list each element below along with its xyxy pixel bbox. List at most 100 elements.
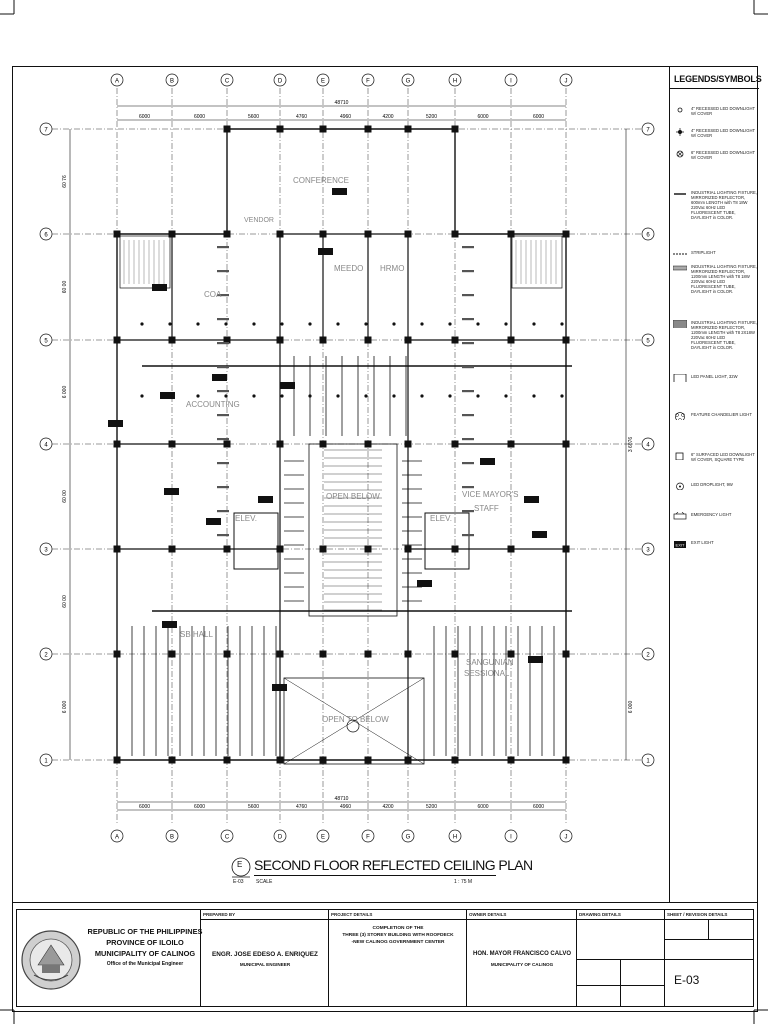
panel-tag (318, 248, 333, 255)
structural-column (451, 650, 459, 658)
fluorescent-fixture (462, 342, 474, 345)
dimension-text: 60 00 (62, 595, 68, 608)
grid-bubble-label: 1 (44, 759, 48, 765)
dimension-text: 5200 (426, 804, 437, 810)
sheet-revision-label: SHEET / REVISION DETAILS (667, 912, 728, 917)
structural-column (276, 125, 284, 133)
downlight (168, 322, 172, 326)
legend-item-text: LED PANEL LIGHT, 32W (691, 374, 738, 379)
panel-tag (258, 496, 273, 503)
grid-bubble (559, 829, 573, 843)
industrial-fixture-1200-double-icon (673, 320, 687, 328)
fluorescent-fixture (462, 534, 474, 537)
structural-column (562, 545, 570, 553)
dimension-text: 6000 (194, 804, 205, 810)
fluorescent-fixture (217, 318, 229, 321)
legend-panel: LEGENDS/SYMBOLS 4" RECESSED LED DOWNLIGH… (669, 66, 762, 902)
dimension-text: 6000 (139, 114, 150, 120)
fluorescent-fixture (217, 342, 229, 345)
downlight (140, 394, 144, 398)
elevator-shaft (233, 512, 279, 570)
drawing-sheet (12, 66, 758, 1012)
dimension-text: 5200 (426, 114, 437, 120)
structural-column (168, 440, 176, 448)
panel-tag (280, 382, 295, 389)
structural-column (168, 650, 176, 658)
structural-column (319, 650, 327, 658)
grid-bubble-label: E (321, 835, 325, 841)
legend-item-text: STRIPLIGHT (691, 250, 716, 255)
fluorescent-fixture (217, 366, 229, 369)
open-to-below-cross (283, 677, 425, 765)
grid-bubble-label: B (170, 835, 174, 841)
grid-bubble (559, 73, 573, 87)
legend-title: LEGENDS/SYMBOLS (674, 74, 762, 84)
dimension-text: 5600 (248, 114, 259, 120)
structural-column (223, 230, 231, 238)
structural-column (507, 230, 515, 238)
structural-column (404, 545, 412, 553)
dimension-text: 4760 (296, 114, 307, 120)
grid-bubble-label: 4 (646, 443, 650, 449)
grid-bubble (641, 753, 655, 767)
drawing-details-label: DRAWING DETAILS (579, 912, 621, 917)
grid-bubble-label: C (225, 835, 230, 841)
project-line-2: THREE (3) STOREY BUILDING WITH ROOFDECK (342, 933, 454, 938)
legend-item-text: 4" RECESSED LED DOWNLIGHT W/ COVER (691, 106, 756, 116)
grid-bubble (641, 333, 655, 347)
legend-item-text: 6" SURFACED LED DOWNLIGHT W/ COVER, SQUA… (691, 452, 755, 462)
industrial-fixture-1200-icon (673, 265, 687, 271)
structural-column (276, 650, 284, 658)
grid-bubble-label: 4 (44, 443, 48, 449)
panel-tag (417, 580, 432, 587)
structural-column (507, 650, 515, 658)
grid-bubble-label: F (366, 835, 370, 841)
dimension-text: 60 00 (62, 490, 68, 503)
dimension-text: 6000 (533, 114, 544, 120)
grid-bubble-label: B (170, 79, 174, 85)
structural-column (451, 440, 459, 448)
panel-tag (160, 392, 175, 399)
structural-column (276, 545, 284, 553)
structural-column (507, 336, 515, 344)
panel-tag (272, 684, 287, 691)
downlight (504, 322, 508, 326)
grid-bubble (39, 753, 53, 767)
project-details-label: PROJECT DETAILS (331, 912, 373, 917)
structural-column (276, 230, 284, 238)
fluorescent-fixture (462, 462, 474, 465)
title-block: REPUBLIC OF THE PHILIPPINES PROVINCE OF … (12, 902, 758, 1012)
grid-bubble-label: 5 (44, 339, 48, 345)
exit-light-icon: EXIT (674, 541, 686, 548)
scale-tag: SCALE (256, 879, 273, 885)
grid-bubble (39, 227, 53, 241)
structural-column (223, 440, 231, 448)
fluorescent-fixture (217, 510, 229, 513)
drawing-scale: 1 : 75 M (454, 879, 473, 885)
structural-column (404, 756, 412, 764)
stair-core (119, 235, 171, 289)
fluorescent-fixture (462, 318, 474, 321)
engineer-title: MUNICIPAL ENGINEER (239, 962, 291, 967)
republic-text: REPUBLIC OF THE PHILIPPINES (87, 927, 203, 936)
downlight (364, 394, 368, 398)
downlight (224, 322, 228, 326)
grid-bubble (448, 829, 462, 843)
downlight (504, 394, 508, 398)
downlight (336, 322, 340, 326)
drawing-title: SECOND FLOOR REFLECTED CEILING PLAN (254, 857, 533, 873)
grid-bubble (110, 73, 124, 87)
stair-opening (308, 443, 398, 617)
grid-bubble (39, 542, 53, 556)
panel-tag (152, 284, 167, 291)
grid-bubble-label: 7 (44, 128, 48, 134)
stair-core (511, 235, 563, 289)
grid-bubble-label: A (115, 835, 119, 841)
fluorescent-fixture (462, 414, 474, 417)
legend-item-text: EMERGENCY LIGHT (691, 512, 732, 517)
structural-column (223, 756, 231, 764)
structural-column (223, 545, 231, 553)
surface-downlight-icon (675, 452, 684, 460)
structural-column (276, 440, 284, 448)
